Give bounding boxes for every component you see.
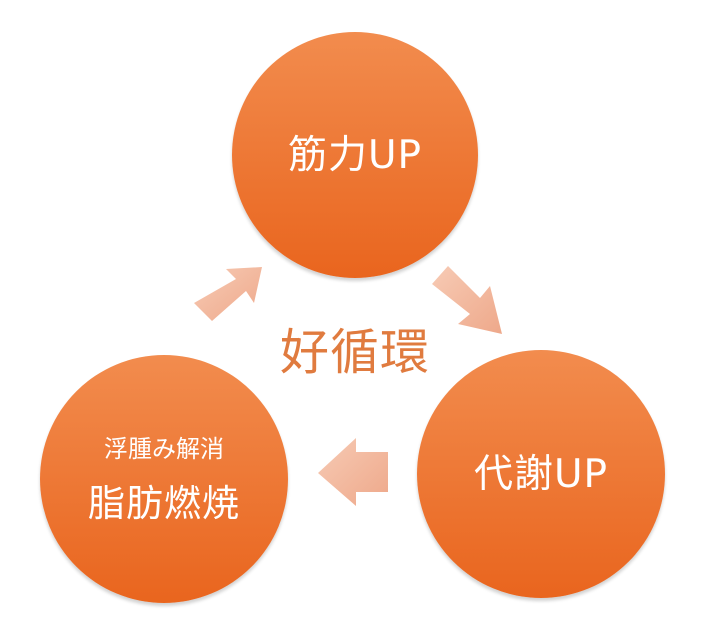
node-fat-burning: 浮腫み解消 脂肪燃焼 [40,355,288,603]
arrow-right-to-left-icon [312,432,392,512]
node-fat-burning-sub-label: 浮腫み解消 [104,434,224,463]
arrow-left-to-top-icon [186,261,266,341]
node-fat-burning-label: 脂肪燃焼 [88,481,240,525]
center-title: 好循環 [279,324,430,381]
node-muscle-up-label: 筋力UP [287,132,423,178]
node-metabolism-up-label: 代謝UP [473,451,609,497]
node-metabolism-up: 代謝UP [417,350,665,598]
arrow-top-to-right-icon [428,258,508,338]
node-muscle-up: 筋力UP [232,32,478,278]
